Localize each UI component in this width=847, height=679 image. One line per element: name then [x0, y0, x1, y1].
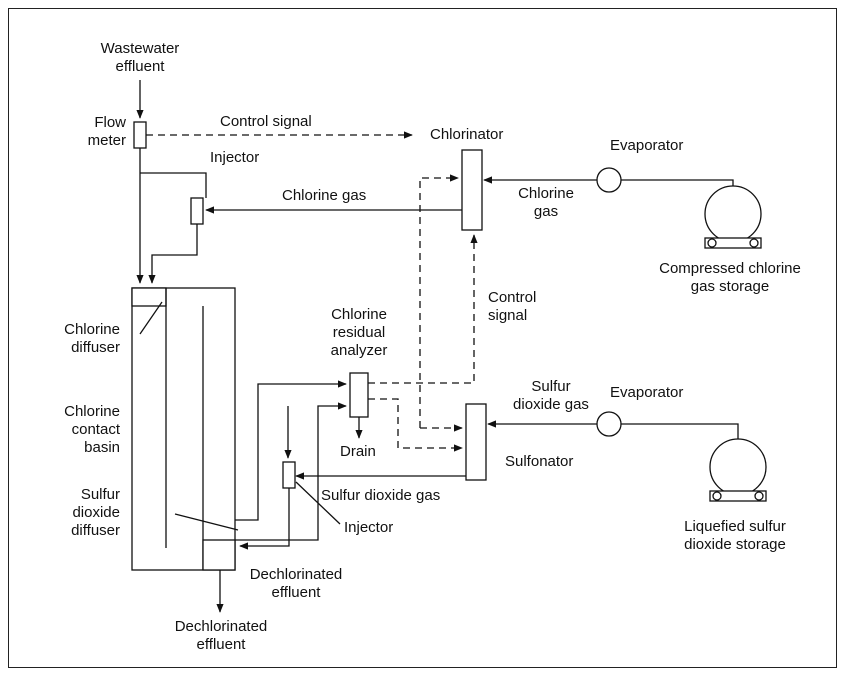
label-dechlorinated-effluent-bottom: Dechlorinated effluent [174, 618, 268, 653]
chlorine-injector-feed-line [140, 172, 207, 198]
label-sulfur-dioxide-diffuser: Sulfur dioxide diffuser [71, 486, 120, 539]
flow-meter-box [133, 121, 147, 149]
label-evaporator-bottom: Evaporator [610, 384, 684, 401]
label-sulfur-dioxide-gas-line: Sulfur dioxide gas [321, 487, 441, 504]
label-chlorine-contact-basin: Chlorine contact basin [64, 403, 120, 456]
injector-pointer-line [295, 481, 341, 525]
label-flow-meter: Flow meter [87, 114, 126, 149]
sulfonator-box [465, 403, 487, 481]
so2-injector-box [282, 461, 296, 489]
label-liquefied-so2-storage: Liquefied sulfur dioxide storage [684, 518, 786, 553]
label-compressed-chlorine-storage: Compressed chlorine gas storage [659, 260, 801, 295]
chlorine-tank [704, 185, 762, 243]
label-evaporator-top: Evaporator [610, 137, 684, 154]
chlorinator-box [461, 149, 483, 231]
so2-tank-foot-left [712, 491, 722, 501]
label-dechlorinated-effluent-mid: Dechlorinated effluent [249, 566, 343, 601]
label-chlorine-gas-evap: Chlorine gas [518, 185, 574, 220]
chlorine-contact-basin [131, 287, 236, 571]
analyzer-to-sulfonator-signal-line [368, 398, 463, 452]
label-wastewater-effluent: Wastewater effluent [100, 40, 180, 75]
label-sulfur-dioxide-gas-evap: Sulfur dioxide gas [513, 378, 589, 413]
evaporator-bottom-circle [596, 411, 622, 437]
so2-tank [709, 438, 767, 496]
label-control-signal-right: Control signal [488, 289, 537, 324]
control-signal-to-chlorinator-line [419, 174, 459, 428]
chlorine-tank-cradle [704, 237, 762, 249]
label-sulfonator: Sulfonator [505, 453, 574, 470]
label-chlorine-residual-analyzer: Chlorine residual analyzer [330, 306, 388, 359]
analyzer-to-chlorinator-signal-line [368, 234, 478, 384]
chlorine-solution-line [148, 224, 198, 284]
label-chlorine-diffuser: Chlorine diffuser [64, 321, 120, 356]
label-drain: Drain [340, 443, 376, 460]
so2-diffuser-pointer-line [174, 513, 239, 531]
so2-solution-line [239, 488, 290, 550]
label-control-signal-top: Control signal [220, 113, 312, 130]
label-injector-bottom: Injector [344, 519, 394, 536]
sample-line-1 [235, 380, 347, 521]
sulfur-dioxide-diffuser-box [202, 539, 236, 571]
label-chlorinator: Chlorinator [430, 126, 504, 143]
label-chlorine-gas-line: Chlorine gas [282, 187, 367, 204]
chlorine-tank-foot-left [707, 238, 717, 248]
chlorine-tank-foot-right [749, 238, 759, 248]
diffuser-pointer-line [139, 301, 163, 335]
so2-tank-foot-right [754, 491, 764, 501]
chlorine-injector-box [190, 197, 204, 225]
label-injector-top: Injector [210, 149, 260, 166]
sample-line-2 [235, 402, 347, 541]
so2-tank-cradle [709, 490, 767, 502]
analyzer-box [349, 372, 369, 418]
evaporator-top-circle [596, 167, 622, 193]
